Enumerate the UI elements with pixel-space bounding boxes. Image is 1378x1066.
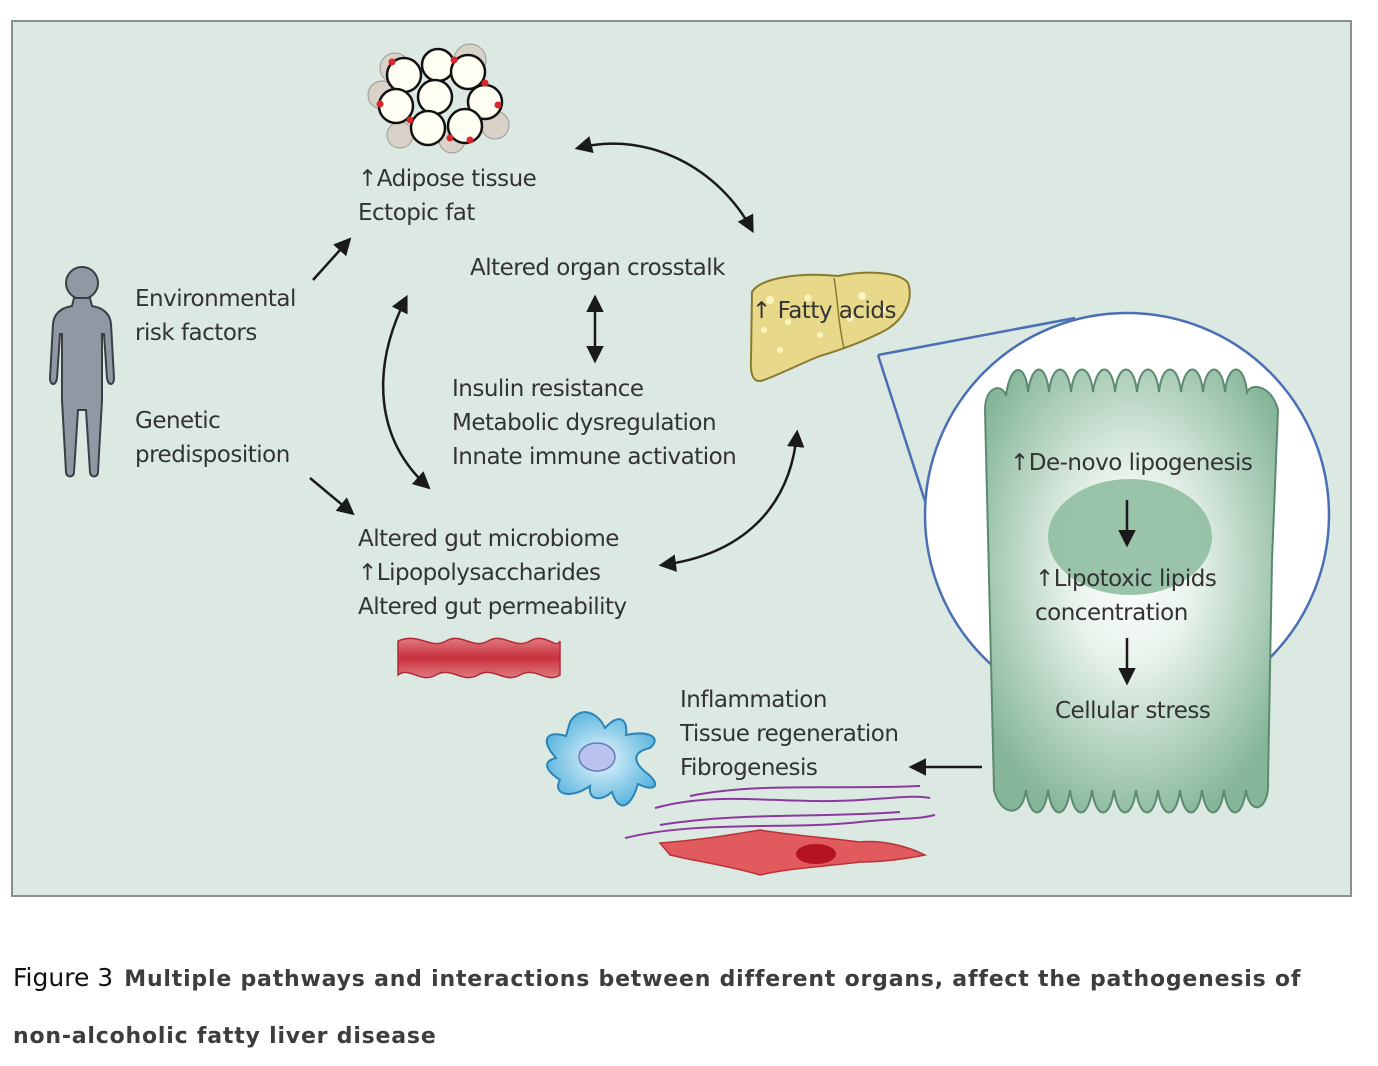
caption-text: Multiple pathways and interactions betwe… xyxy=(13,967,1302,1049)
environmental-label: Environmental xyxy=(135,286,296,312)
fibroblast-icon xyxy=(624,785,936,876)
arrow-to-adipose xyxy=(312,237,352,281)
lipopolysaccharides-label: ↑Lipopolysaccharides xyxy=(358,560,601,586)
risk-factors-label: risk factors xyxy=(135,320,257,346)
adipose-label: ↑Adipose tissue xyxy=(358,166,537,192)
predisposition-label: predisposition xyxy=(135,442,290,468)
gut-microbiome-label: Altered gut microbiome xyxy=(358,526,619,552)
immune-cell-icon xyxy=(545,711,657,807)
metabolic-dysregulation-label: Metabolic dysregulation xyxy=(452,410,717,436)
cellular-stress-label: Cellular stress xyxy=(1055,698,1211,724)
arrow-adipose-liver xyxy=(574,136,754,234)
fibrogenesis-label: Fibrogenesis xyxy=(680,755,818,781)
genetic-label: Genetic xyxy=(135,408,221,434)
figure-number: Figure 3 xyxy=(13,963,114,992)
ectopic-fat-label: Ectopic fat xyxy=(358,200,475,226)
arrow-adipose-gut xyxy=(381,294,431,490)
tissue-regeneration-label: Tissue regeneration xyxy=(680,721,899,747)
arrow-gut-liver xyxy=(658,429,805,572)
arrow-to-gut xyxy=(309,477,355,516)
insulin-resistance-label: Insulin resistance xyxy=(452,376,644,402)
concentration-label: concentration xyxy=(1035,600,1188,626)
lipotoxic-lipids-label: ↑Lipotoxic lipids xyxy=(1035,566,1217,592)
fatty-acids-label: ↑ Fatty acids xyxy=(752,298,896,324)
inflammation-label: Inflammation xyxy=(680,687,827,713)
crosstalk-label: Altered organ crosstalk xyxy=(470,255,725,281)
innate-immune-label: Innate immune activation xyxy=(452,444,737,470)
liver-icon xyxy=(749,271,911,382)
figure-caption: Figure 3 Multiple pathways and interacti… xyxy=(13,950,1343,1066)
lipogenesis-label: ↑De-novo lipogenesis xyxy=(1010,450,1253,476)
adipose-tissue-icon xyxy=(367,43,510,154)
human-figure-icon xyxy=(48,266,116,478)
gut-permeability-label: Altered gut permeability xyxy=(358,594,627,620)
arrows xyxy=(309,136,1136,776)
gut-icon xyxy=(397,637,561,679)
